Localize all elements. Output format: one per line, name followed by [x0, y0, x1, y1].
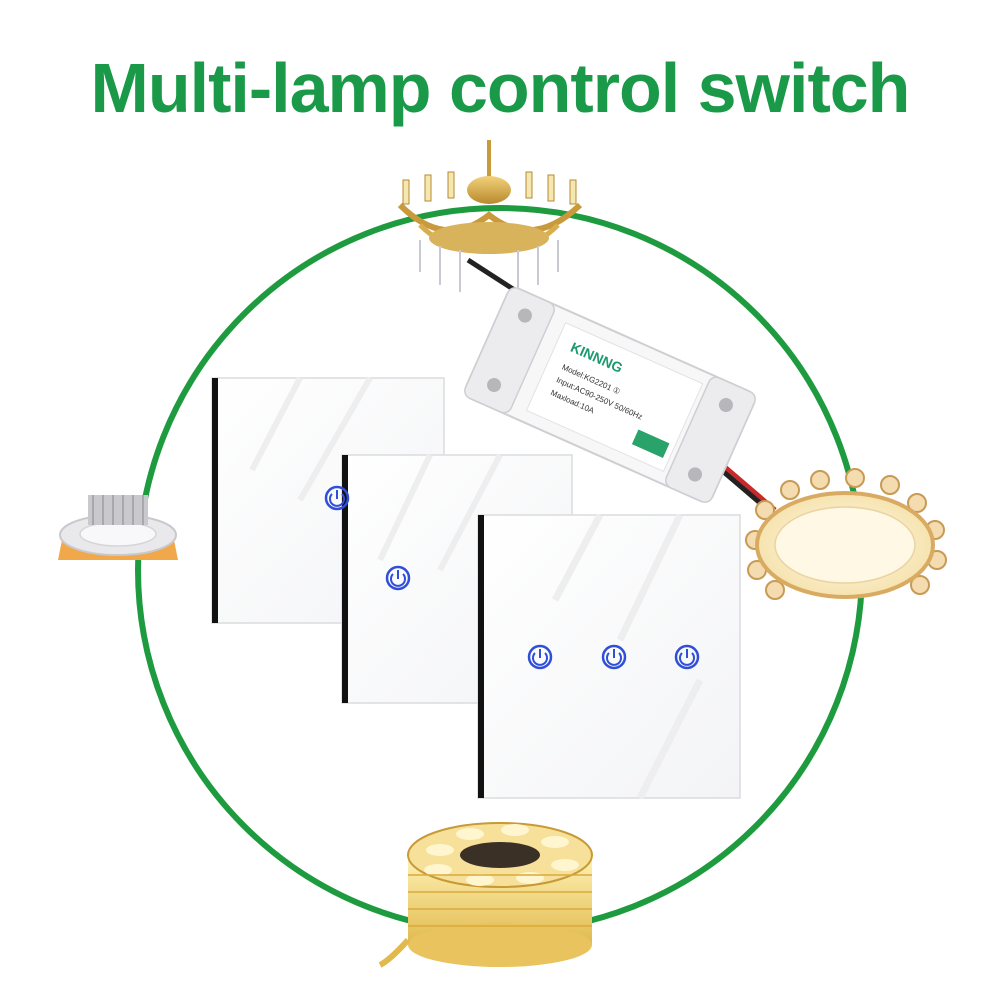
- chandelier-icon: [397, 140, 583, 292]
- power-button-icon: [527, 644, 553, 670]
- power-button-icon: [601, 644, 627, 670]
- switch-panel-triple-front: [477, 513, 741, 800]
- led-strip-reel-icon: [378, 822, 593, 968]
- downlight-icon: [58, 495, 178, 560]
- power-button-icon: [324, 485, 350, 511]
- power-button-icon: [674, 644, 700, 670]
- ceiling-lamp-icon: [745, 468, 947, 600]
- power-button-icon: [385, 565, 411, 591]
- controller-box: KINNNG Model:KG2201 ① Input:AC90-250V 50…: [464, 287, 756, 503]
- page-title: Multi-lamp control switch: [90, 49, 911, 127]
